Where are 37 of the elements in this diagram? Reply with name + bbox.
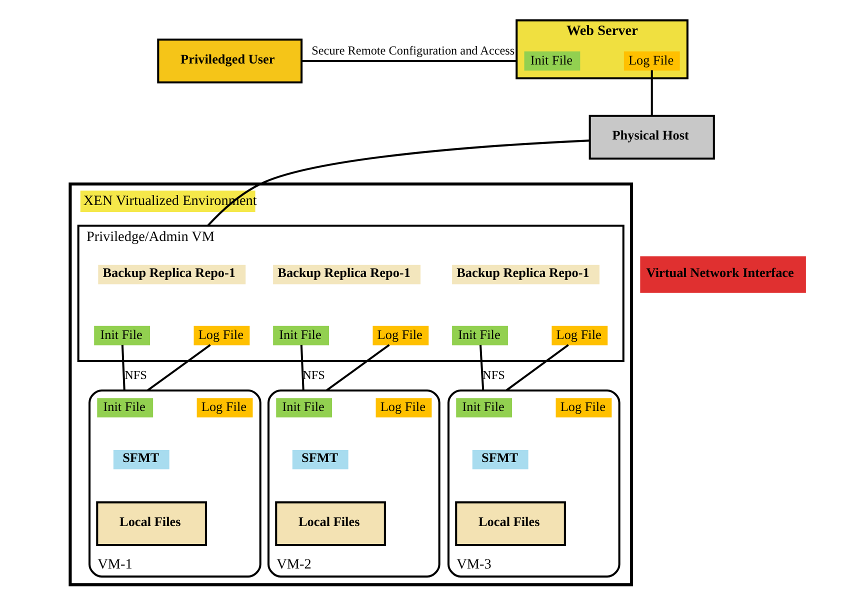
- connector: [325, 344, 390, 392]
- connector: [505, 344, 568, 392]
- node-box: Log File: [623, 51, 680, 71]
- node-box: Log File: [372, 326, 428, 346]
- node-box: Log File: [555, 398, 612, 418]
- node-box: Local Files: [454, 501, 566, 546]
- node-box: Init File: [524, 51, 580, 71]
- node-box: SFMT: [472, 450, 528, 470]
- node-box: Local Files: [274, 501, 386, 546]
- node-box: Init File: [456, 398, 512, 418]
- node-box: Priviledged User: [156, 38, 302, 84]
- node-box: Init File: [272, 326, 328, 346]
- node-box: Backup Replica Repo-1: [98, 264, 246, 284]
- node-box: Log File: [551, 326, 608, 346]
- node-box: Log File: [193, 326, 250, 346]
- node-box: Backup Replica Repo-1: [272, 264, 420, 284]
- edge-label: NFS: [482, 368, 504, 382]
- edge-label: NFS: [124, 368, 146, 382]
- node-box: Backup Replica Repo-1: [452, 264, 599, 284]
- connector: [478, 344, 484, 391]
- node-box: SFMT: [292, 450, 348, 470]
- edge-label: NFS: [302, 368, 324, 382]
- node-box: Init File: [276, 398, 332, 418]
- node-box: SFMT: [112, 450, 169, 470]
- connector: [650, 70, 652, 116]
- node-box: Init File: [94, 326, 150, 346]
- edge-label: Secure Remote Configuration and Access: [311, 43, 514, 58]
- label: Virtual Network Interface: [646, 264, 794, 280]
- connector: [301, 60, 516, 62]
- connector: [146, 344, 210, 392]
- node-box: Log File: [375, 398, 432, 418]
- node-box: Log File: [196, 398, 252, 418]
- node-box: Physical Host: [588, 114, 714, 160]
- node-box: Init File: [452, 326, 508, 346]
- node-box: Init File: [96, 398, 153, 418]
- node-box: Local Files: [96, 501, 206, 546]
- connector: [206, 140, 590, 226]
